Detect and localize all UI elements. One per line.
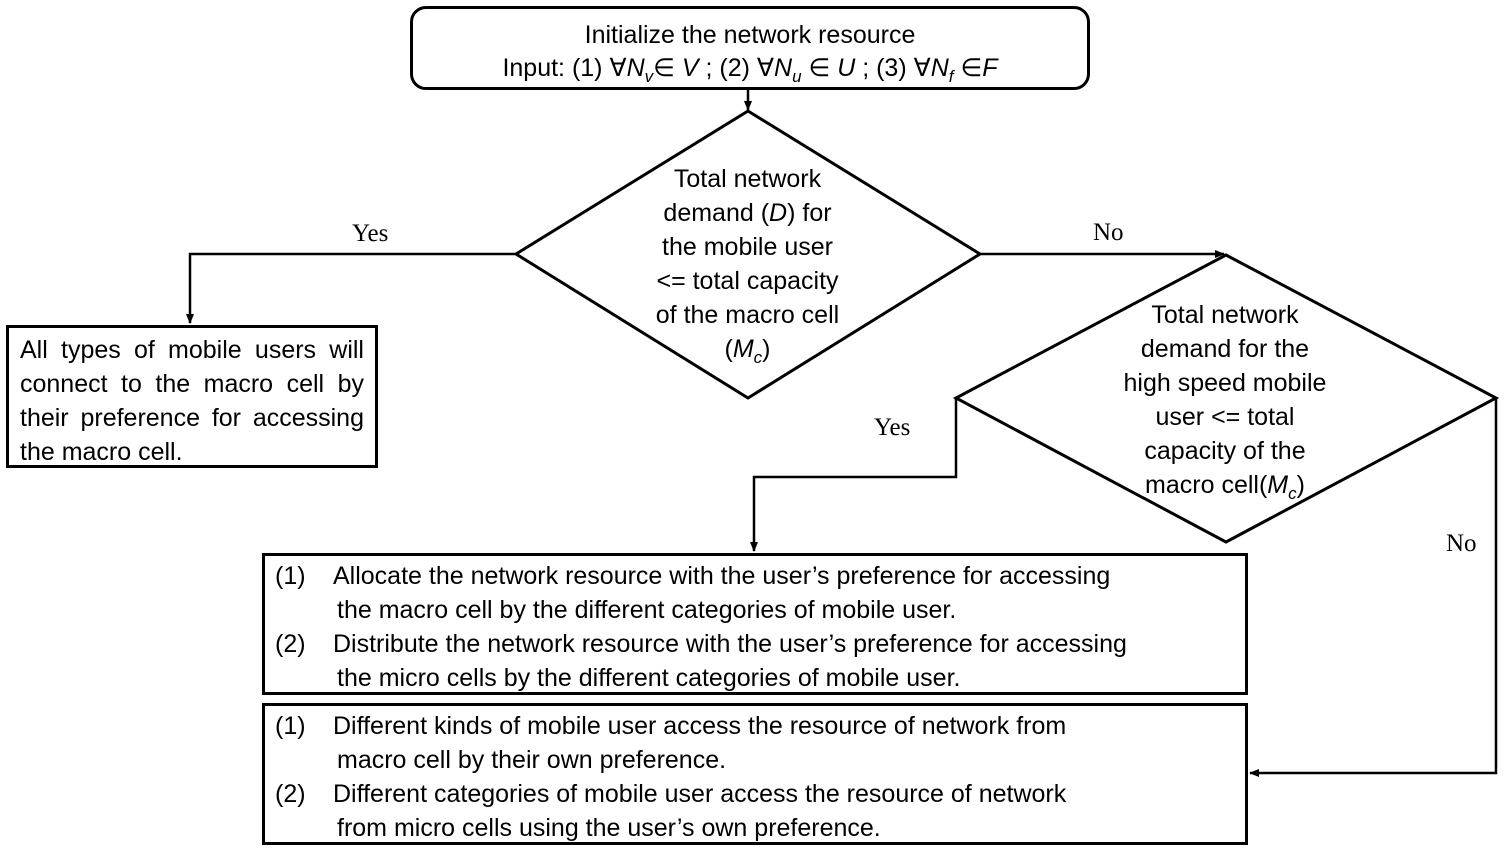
decision1-var-m: M [732,335,754,363]
input-sep1: ; (2) ∀ [698,54,774,82]
item-line1: Distribute the network resource with the… [333,630,1127,658]
input-sep2: ; (3) ∀ [855,54,931,82]
decision1-line5: of the macro cell [655,301,840,329]
decision1-line3: the mobile user [662,233,833,261]
decision1-diamond [513,109,983,400]
item-line2: from micro cells using the user’s own pr… [337,814,881,842]
nu-sub: u [792,67,802,86]
initialize-box: Initialize the network resource Input: (… [410,6,1090,90]
item-text: Different categories of mobile user acce… [333,777,1235,845]
arrow-yes-to-middle-box [750,398,958,552]
decision2-line6-post: ) [1296,471,1305,499]
decision1-line1: Total network [673,165,822,193]
no-label-decision1: No [1093,219,1124,246]
decision1-line6-post: ) [762,335,771,363]
macro-connect-box: All types of mobile users will connect t… [6,325,378,468]
initialize-title: Initialize the network resource [584,21,916,49]
set-v: V [681,54,699,82]
decision2-line1: Total network [1151,301,1299,329]
item-line1: Allocate the network resource with the u… [333,562,1111,590]
arrow-no-to-bottom-box [1249,398,1498,777]
input-line: Input: (1) ∀Nv∈ V ; (2) ∀Nu ∈ U ; (3) ∀N… [413,52,1087,93]
item-number: (2) [275,780,306,808]
item-text: Allocate the network resource with the u… [333,559,1235,627]
item-line1: Different kinds of mobile user access th… [333,712,1067,740]
list-item: (1) Different kinds of mobile user acces… [275,709,1235,777]
yes-label-decision2: Yes [874,414,911,441]
list-item: (2) Distribute the network resource with… [275,627,1235,695]
nv-var: N [626,54,645,82]
item-text: Distribute the network resource with the… [333,627,1235,695]
item-text: Different kinds of mobile user access th… [333,709,1235,777]
decision2-line6-pre: macro cell( [1145,471,1268,499]
decision2-diamond [952,253,1500,544]
macro-connect-text: All types of mobile users will connect t… [20,336,364,466]
decision1-line2-post: ) for [787,199,832,227]
decision2-line5: capacity of the [1144,437,1306,465]
nu-member: ∈ [801,54,838,82]
decision1-line4: <= total capacity [656,267,839,295]
decision1-line2-pre: demand ( [663,199,770,227]
nv-sub: v [644,67,654,86]
item-line2: the micro cells by the different categor… [337,664,961,692]
decision1-line6-pre: ( [724,335,733,363]
decision2-line2: demand for the [1140,335,1310,363]
item-number: (2) [275,630,306,658]
access-preference-box: (1) Different kinds of mobile user acces… [262,703,1248,845]
decision2-text: Total network demand for the high speed … [1085,298,1365,511]
decision1-line6: (Mc) [625,332,870,375]
allocate-distribute-box: (1) Allocate the network resource with t… [262,553,1248,695]
item-line1: Different categories of mobile user acce… [333,780,1067,808]
nf-member: ∈ [953,54,983,82]
list-item: (1) Allocate the network resource with t… [275,559,1235,627]
input-prefix: Input: (1) ∀ [502,54,627,82]
decision1-text: Total network demand (D) for the mobile … [625,162,870,375]
decision1-line2: demand (D) for [625,196,870,230]
decision2-sub-c: c [1288,484,1297,503]
nf-sub: f [948,67,954,86]
yes-label-decision1: Yes [352,220,389,247]
nv-member: ∈ [653,54,682,82]
item-line2: the macro cell by the different categori… [337,596,957,624]
nu-var: N [774,54,793,82]
item-number: (1) [275,712,306,740]
no-label-decision2: No [1446,530,1477,557]
decision2-line3: high speed mobile [1123,369,1327,397]
set-u: U [837,54,856,82]
nf-var: N [930,54,949,82]
decision2-line4: user <= total [1155,403,1295,431]
list-item: (2) Different categories of mobile user … [275,777,1235,845]
item-line2: macro cell by their own preference. [337,746,727,774]
item-number: (1) [275,562,306,590]
decision2-var-m: M [1267,471,1289,499]
set-f: F [982,54,998,82]
decision1-sub-c: c [753,348,763,367]
arrow-yes-to-macro-box [186,252,516,324]
decision2-line6: macro cell(Mc) [1085,468,1365,511]
decision1-var-d: D [769,199,788,227]
